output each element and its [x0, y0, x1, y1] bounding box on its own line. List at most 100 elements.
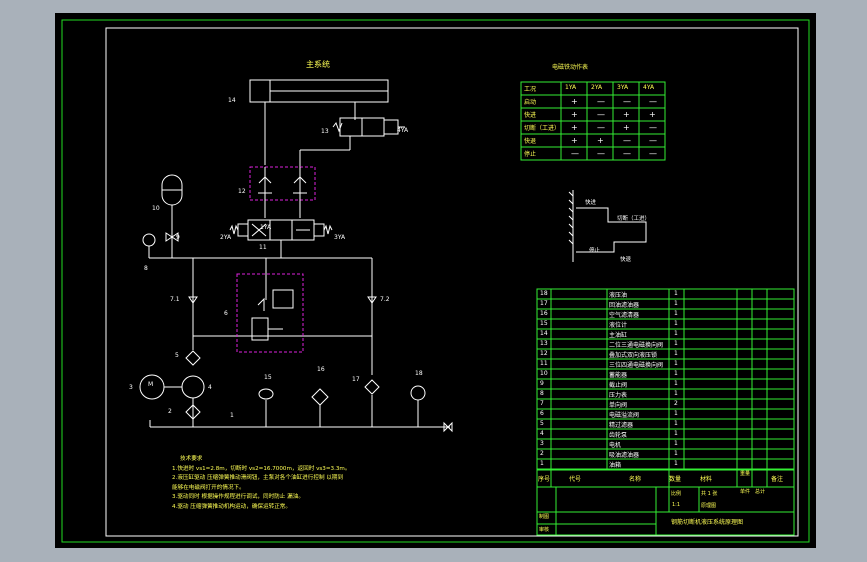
sub-header-total: 总计 — [755, 489, 766, 495]
parts-row-name: 二位三通电磁换向阀 — [609, 342, 664, 349]
check-valve-7-2 — [367, 296, 377, 304]
tech-line-3: 能够在电磁阀打开的情况下。 — [172, 484, 245, 491]
valve-11 — [229, 219, 333, 258]
solenoid-cell: + — [623, 110, 630, 119]
component-number: 17 — [352, 376, 360, 383]
component-number: 14 — [228, 97, 236, 104]
solenoid-header: 1YA — [565, 84, 577, 91]
component-number: 8 — [144, 265, 148, 272]
parts-row-no: 15 — [540, 320, 548, 327]
valve-13 — [299, 117, 405, 167]
parts-row-name: 截止阀 — [609, 382, 628, 389]
component-number: 15 — [264, 374, 272, 381]
parts-row-no: 9 — [540, 380, 544, 387]
solenoid-cell: 快进 — [524, 112, 537, 119]
component-number: 18 — [415, 370, 423, 377]
solenoid-cell: 启动 — [524, 99, 537, 106]
parts-row-no: 12 — [540, 350, 548, 357]
filter-2 — [185, 404, 201, 420]
header-remark: 备注 — [771, 476, 784, 483]
drawing-label: 原理图 — [701, 503, 717, 509]
component-number: 5 — [175, 352, 179, 359]
tech-title: 技术要求 — [180, 456, 203, 462]
hydraulic-schematic — [61, 19, 810, 543]
solenoid-cell: + — [571, 136, 578, 145]
parts-row-qty: 1 — [674, 370, 678, 377]
component-number: 9 — [176, 234, 180, 241]
parts-row-name: 叠加式双向液压锁 — [609, 352, 658, 359]
filter-5 — [185, 350, 201, 366]
parts-row-name: 回油滤油器 — [609, 302, 640, 309]
scale-label: 比例 — [671, 491, 682, 497]
component-number: 1 — [230, 412, 234, 419]
cycle-label: 快进 — [585, 200, 597, 206]
parts-row-name: 吸油滤油器 — [609, 452, 640, 459]
main-cylinder — [249, 79, 389, 165]
tech-requirements: 技术要求 1.快进时 vs1=2.8m，切断时 vs2=16.7000m，返回时… — [172, 455, 350, 512]
solenoid-cell: — — [649, 123, 657, 132]
parts-row-qty: 1 — [674, 450, 678, 457]
component-number: 7.1 — [170, 296, 180, 303]
component-number: 3YA — [334, 234, 346, 241]
scale-value: 1:1 — [672, 502, 681, 508]
solenoid-cell: — — [623, 149, 631, 158]
parts-row-no: 3 — [540, 440, 544, 447]
parts-row-qty: 1 — [674, 410, 678, 417]
parts-list-grid — [536, 288, 795, 536]
solenoid-cell: — — [597, 149, 605, 158]
solenoid-header: 2YA — [591, 84, 603, 91]
air-filter-16 — [311, 388, 329, 406]
inner-frame — [105, 27, 799, 537]
solenoid-table-grid — [520, 81, 666, 161]
solenoid-header: 4YA — [643, 84, 655, 91]
component-number: 12 — [238, 188, 246, 195]
parts-row-qty: 1 — [674, 350, 678, 357]
sheet-label: 共 1 张 — [701, 491, 718, 497]
solenoid-cell: — — [571, 149, 579, 158]
parts-row-no: 1 — [540, 460, 544, 467]
main-system-label: 主系统 — [306, 60, 330, 69]
solenoid-cell: + — [571, 97, 578, 106]
component-number: 7.2 — [380, 296, 390, 303]
parts-row-no: 10 — [540, 370, 548, 377]
parts-row-qty: 1 — [674, 330, 678, 337]
drain-valve — [443, 421, 453, 433]
pressure-lines — [148, 246, 373, 375]
lock-valve-12 — [249, 166, 316, 201]
parts-row-qty: 1 — [674, 360, 678, 367]
solenoid-cell: — — [623, 136, 631, 145]
outer-frame — [61, 19, 810, 543]
parts-row-qty: 1 — [674, 340, 678, 347]
solenoid-cell: + — [571, 110, 578, 119]
return-filter-17 — [364, 379, 380, 395]
parts-row-name: 液位计 — [609, 322, 628, 329]
gauge-8 — [142, 233, 156, 247]
solenoid-cell: — — [597, 110, 605, 119]
component-number: M — [148, 381, 154, 388]
solenoid-cell: 停止 — [524, 151, 537, 158]
component-number: 2 — [168, 408, 172, 415]
draw-label: 制图 — [539, 514, 550, 520]
parts-row-no: 8 — [540, 390, 544, 397]
parts-row-name: 电磁溢流阀 — [609, 412, 640, 419]
parts-row-qty: 1 — [674, 320, 678, 327]
pump-4 — [181, 375, 205, 399]
parts-row-qty: 1 — [674, 420, 678, 427]
tech-line-4: 3.驱动同时 根据操作规程进行调试，同时防止 漏油。 — [172, 494, 304, 500]
tech-line-1: 1.快进时 vs1=2.8m，切断时 vs2=16.7000m，返回时 vs3=… — [172, 465, 351, 472]
parts-row-qty: 1 — [674, 390, 678, 397]
parts-row-qty: 1 — [674, 300, 678, 307]
cycle-label: 停止 — [589, 248, 601, 254]
component-number: 4YA — [397, 127, 409, 134]
solenoid-cell: — — [649, 136, 657, 145]
solenoid-cell: + — [571, 123, 578, 132]
level-gauge-15 — [258, 388, 274, 400]
parts-row-name: 电机 — [609, 442, 622, 449]
accumulator-10 — [161, 174, 183, 258]
cycle-diagram — [568, 190, 647, 262]
header-weight: 重量 — [740, 471, 751, 477]
parts-row-name: 油箱 — [609, 462, 622, 469]
parts-row-no: 16 — [540, 310, 548, 317]
component-number: 3 — [129, 384, 133, 391]
